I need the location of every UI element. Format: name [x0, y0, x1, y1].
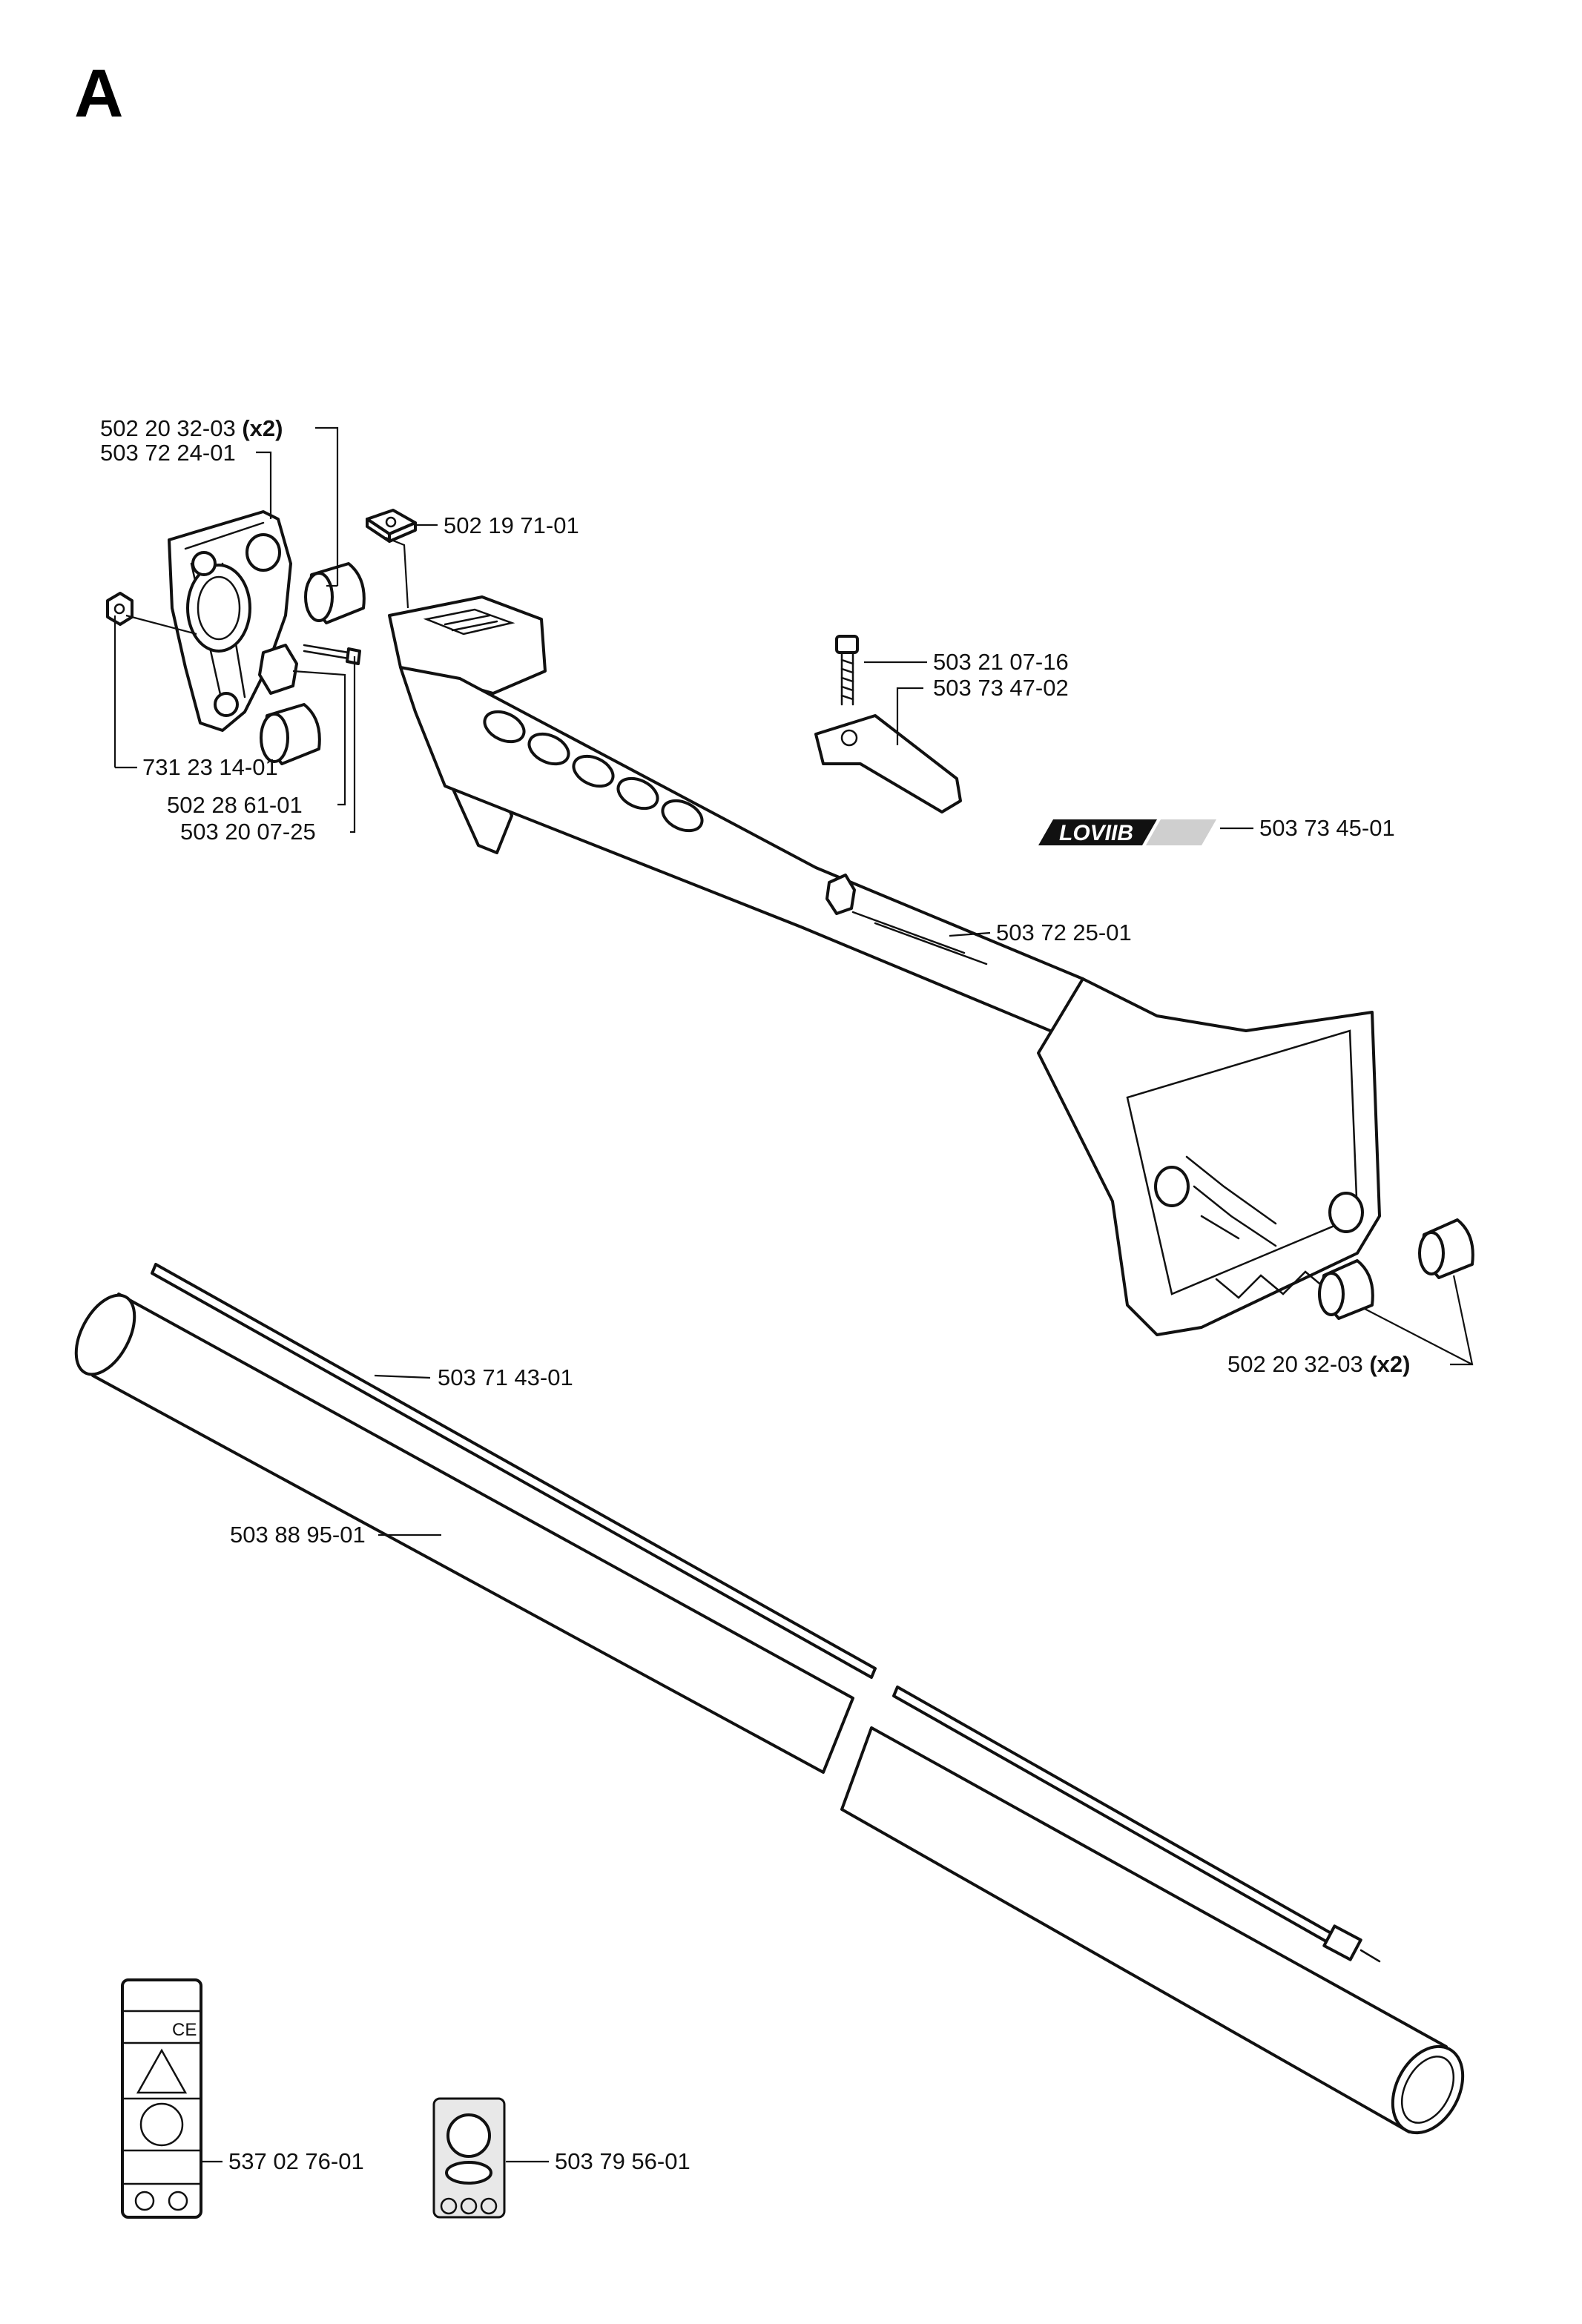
- label-502286101: 502 28 61-01: [167, 792, 303, 818]
- label-503889501: 503 88 95-01: [230, 1522, 366, 1548]
- label-537027601: 537 02 76-01: [228, 2148, 364, 2174]
- label-503734501: 503 73 45-01: [1259, 815, 1395, 841]
- label-503200725: 503 20 07-25: [180, 819, 316, 845]
- label-503722501: 503 72 25-01: [996, 920, 1132, 945]
- leader-lines: [113, 426, 1474, 2163]
- screw-long: [303, 644, 361, 665]
- label-503714301: 503 71 43-01: [438, 1364, 573, 1390]
- bolt: [835, 635, 859, 706]
- drive-shaft: [151, 1263, 1381, 1963]
- label-731231401: 731 23 14-01: [142, 754, 278, 780]
- hex-nut: [106, 592, 134, 626]
- label-503210716: 503 21 07-16: [933, 649, 1069, 675]
- label-502203203-bottom: 502 20 32-03 (x2): [1227, 1351, 1410, 1377]
- outer-tube: [74, 1293, 1465, 2135]
- clamp-piece: [258, 644, 298, 695]
- label-503734702: 503 73 47-02: [933, 675, 1069, 701]
- rubber-plug-right-2: [1418, 1218, 1474, 1279]
- shaft-housing: [388, 595, 1381, 1336]
- label-503722401: 503 72 24-01: [100, 440, 236, 466]
- shaft-clip: [825, 874, 856, 915]
- square-nut: [366, 509, 417, 543]
- rubber-plug-top-2: [260, 703, 321, 765]
- part-labels: 502 20 32-03 (x2) 503 72 24-01 502 19 71…: [100, 415, 1410, 2174]
- warning-label-sticker: CE: [121, 1978, 202, 2219]
- handle-bracket: [168, 510, 292, 732]
- label-502203203-top: 502 20 32-03 (x2): [100, 415, 283, 441]
- rubber-plug-right-1: [1318, 1259, 1374, 1320]
- label-502197101: 502 19 71-01: [444, 512, 579, 538]
- brand-decal: LOVIIB: [1038, 819, 1216, 845]
- section-letter: A: [74, 56, 123, 131]
- decal-text: LOVIIB: [1059, 821, 1133, 845]
- instruction-sticker: [432, 2097, 506, 2219]
- rubber-plug-top-1: [304, 562, 366, 624]
- ce-mark: CE: [172, 2020, 197, 2040]
- mounting-bracket: [814, 714, 962, 813]
- label-503795601: 503 79 56-01: [555, 2148, 691, 2174]
